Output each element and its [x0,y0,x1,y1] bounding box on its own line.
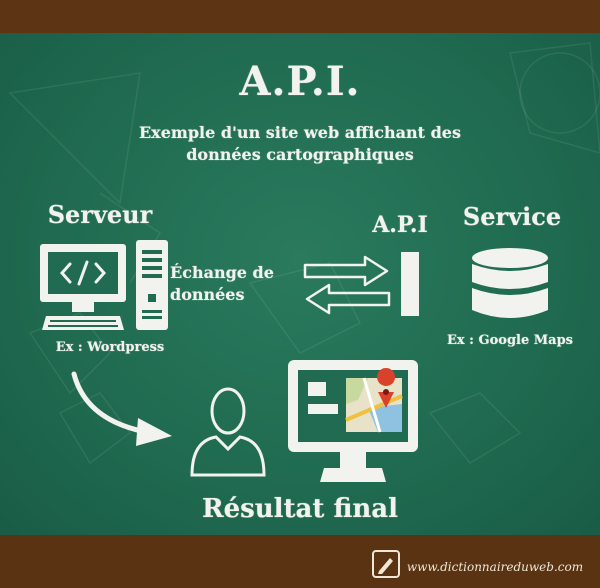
service-heading: Service [462,202,562,231]
server-heading: Serveur [47,200,153,229]
server-caption: Ex : Wordpress [55,340,165,355]
exchange-arrows-icon [303,255,391,315]
exchange-label: Échange de données [170,263,274,304]
api-bar-icon [401,252,419,316]
monitor-map-icon [288,360,418,482]
user-icon [190,387,266,477]
logo-icon [372,550,400,578]
database-icon [472,248,548,318]
result-label: Résultat final [201,494,398,524]
computer-code-icon [40,240,168,330]
curved-arrow-icon [71,371,172,446]
page-title: A.P.I. [239,58,361,105]
footer-url[interactable]: www.dictionnaireduweb.com [406,560,584,574]
api-heading: A.P.I [372,212,428,238]
subtitle: Exemple d'un site web affichant des donn… [138,123,461,164]
service-caption: Ex : Google Maps [446,333,573,348]
board-frame-top [0,0,600,33]
board-frame-bottom [0,535,600,588]
